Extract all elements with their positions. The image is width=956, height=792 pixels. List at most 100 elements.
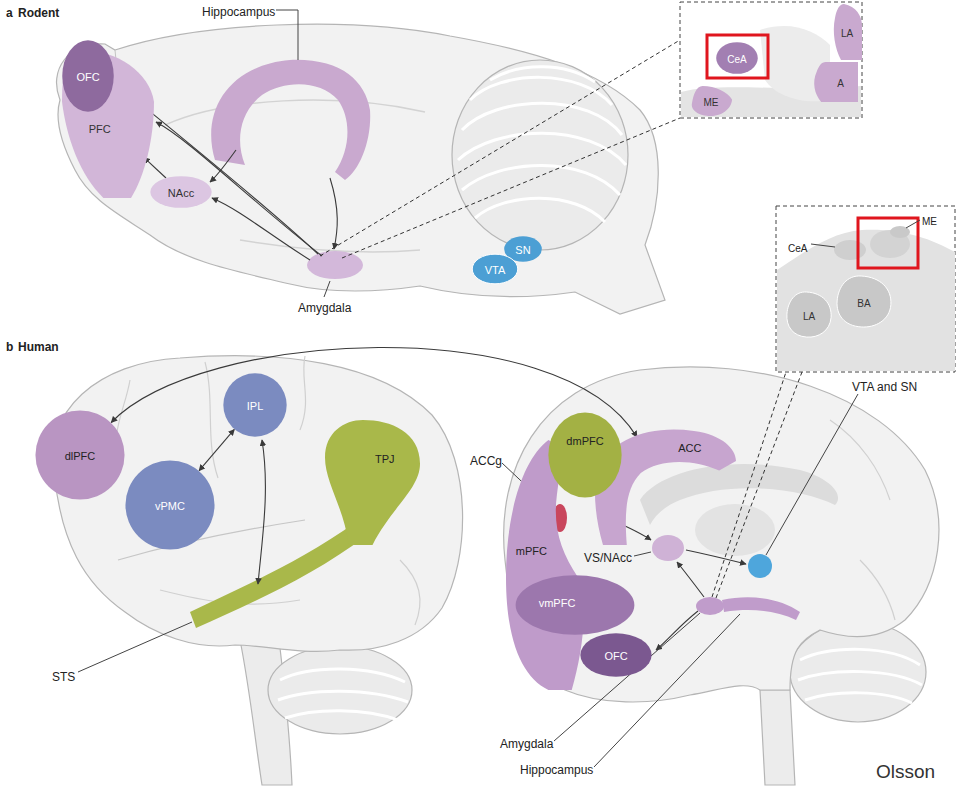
node-shape	[150, 176, 211, 208]
text-anchor: mPFC	[516, 541, 547, 559]
panel-title: Human	[18, 341, 59, 353]
label-anchor: Amygdala	[298, 299, 351, 315]
citation: Olsson	[876, 762, 935, 781]
rodent-brain	[57, 24, 665, 314]
node-label: ACC	[678, 443, 701, 454]
text-anchor: OFC	[76, 67, 99, 85]
node-shape	[814, 62, 858, 102]
nucleus-shape: LA	[832, 4, 862, 60]
leader-line	[78, 622, 192, 672]
sts-band	[190, 522, 366, 628]
human-medial-brain	[800, 649, 920, 665]
node-shape	[62, 50, 154, 198]
region-circle: IPL	[223, 373, 287, 437]
node-shape	[834, 4, 862, 60]
human-inset	[906, 220, 920, 228]
zoom-line	[712, 372, 786, 597]
zoom-line	[712, 372, 802, 598]
node-label: VTA	[485, 265, 506, 276]
rodent-brain	[57, 24, 665, 314]
panel-letter: b	[6, 341, 13, 353]
zoom-line	[320, 40, 680, 256]
rodent-cerebellum	[462, 103, 622, 135]
sts-band	[190, 522, 366, 628]
subcortical-structure	[748, 554, 772, 578]
human-lateral-brain	[400, 560, 420, 625]
label-anchor: CeA	[788, 239, 807, 255]
node-label: OFC	[76, 72, 99, 83]
nucleus-label: ME	[922, 217, 937, 227]
rodent-inset	[707, 35, 768, 78]
human-lateral-brain	[300, 356, 306, 430]
nucleus-label: CeA	[788, 244, 807, 254]
node-label: vmPFC	[539, 598, 576, 609]
human-medial-brain	[798, 672, 922, 685]
structure-label: VTA and SN	[852, 381, 917, 393]
leader-line	[766, 394, 858, 555]
subcortical-structure	[722, 597, 800, 620]
rodent-amygdala	[307, 251, 363, 279]
pathway-arrow	[144, 157, 166, 178]
nucleus-shape: LA	[786, 292, 832, 338]
node-shape	[787, 292, 831, 337]
human-inset	[776, 206, 955, 372]
human-inset	[777, 230, 955, 371]
label-anchor: ACCg	[470, 452, 502, 468]
panel-title: Rodent	[18, 7, 59, 19]
region-ellipse: vmPFC	[515, 575, 635, 635]
human-lateral-brain	[278, 691, 408, 702]
node-label: mPFC	[516, 546, 547, 557]
node-shape	[837, 276, 891, 327]
node-label: LA	[841, 29, 853, 39]
node-shape	[595, 430, 736, 545]
rodent-hippocampus	[211, 60, 370, 180]
node-label: SN	[515, 245, 530, 256]
node-label: LA	[803, 312, 815, 322]
pathway-arrow	[258, 440, 265, 584]
rodent-cerebellum	[452, 60, 628, 250]
human-inset	[776, 206, 955, 372]
human-medial-brain	[504, 367, 939, 702]
human-inset	[858, 218, 918, 268]
label-anchor: Hippocampus	[520, 761, 593, 777]
rodent-cerebellum	[490, 67, 595, 82]
node-shape	[325, 420, 420, 545]
node-shape	[692, 86, 732, 116]
text-anchor: ME	[704, 92, 719, 110]
text-anchor: vmPFC	[539, 593, 576, 611]
text-anchor: vPMC	[155, 496, 185, 514]
structure-label: ACCg	[470, 455, 502, 467]
human-medial-brain	[805, 693, 912, 703]
rodent-brain	[165, 100, 425, 125]
subcortical-structure	[696, 597, 724, 615]
structure-label: Amygdala	[500, 738, 553, 750]
text-anchor: VTA	[485, 260, 506, 278]
pathway-arrow	[656, 611, 698, 650]
rodent-brain	[240, 240, 420, 252]
pathway-arrow	[212, 198, 310, 260]
human-lateral-brain	[280, 669, 405, 682]
node-label: IPL	[247, 401, 264, 412]
zoom-line	[342, 118, 680, 258]
human-inset	[834, 240, 866, 260]
leader-line	[78, 622, 192, 672]
text-anchor: dlPFC	[65, 446, 96, 464]
label-anchor: Olsson	[876, 762, 935, 781]
label-anchor: Amygdala	[500, 735, 553, 751]
node-label: OFC	[604, 651, 627, 662]
human-medial-brain	[760, 690, 795, 785]
text-anchor: OFC	[604, 646, 627, 664]
region-ellipse: NAcc	[150, 176, 212, 208]
nucleus-shape: ME	[690, 86, 732, 116]
label-anchor: b	[6, 338, 13, 354]
label-anchor: VS/NAcc	[584, 549, 632, 565]
rodent-inset	[680, 2, 862, 118]
subcortical-structure	[652, 535, 684, 561]
text-anchor: IPL	[247, 396, 264, 414]
zoom-line	[716, 372, 802, 598]
node-label: TPJ	[375, 454, 395, 465]
node-label: dlPFC	[65, 451, 96, 462]
rodent-cerebellum	[452, 60, 628, 250]
text-anchor: BA	[857, 293, 870, 311]
rodent-inset	[680, 2, 862, 118]
